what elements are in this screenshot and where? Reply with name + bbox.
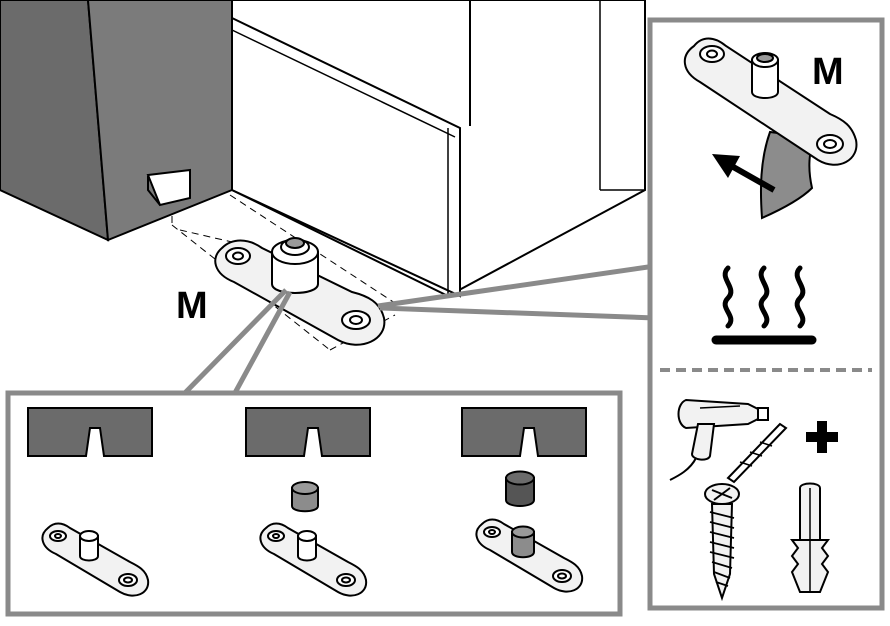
sleeve-step-2 <box>291 481 319 513</box>
door-groove-1 <box>27 407 153 457</box>
main-part-label: M <box>176 285 208 327</box>
drill-bit-icon <box>726 422 788 484</box>
door-groove-2 <box>245 407 371 457</box>
sliding-door <box>0 0 233 242</box>
guide-plate-step-1 <box>41 522 150 597</box>
plus-icon <box>806 421 838 453</box>
door-groove-3 <box>461 407 587 457</box>
guide-plate-step-2 <box>259 522 368 597</box>
adhesive-guide-plate <box>684 37 858 220</box>
wall-plug-icon <box>790 482 830 593</box>
inset-part-label: M <box>812 51 844 93</box>
guide-plate-step-3 <box>475 518 584 593</box>
right-detail-panel: M <box>647 17 885 611</box>
heat-icon <box>711 265 817 345</box>
drill-icon <box>669 398 769 481</box>
step-1 <box>27 407 153 597</box>
callout-rays-right <box>377 263 656 321</box>
guide-plate-main <box>214 237 386 346</box>
peel-arrow-icon <box>712 154 776 193</box>
sleeve-step-3 <box>505 470 535 507</box>
adhesive-backing <box>759 130 818 220</box>
main-scene: M <box>0 0 656 404</box>
bottom-steps-panel <box>5 390 623 617</box>
screw-icon <box>704 483 740 602</box>
callout-rays-bottom <box>174 288 293 404</box>
step-3 <box>461 407 587 593</box>
step-2 <box>245 407 371 597</box>
